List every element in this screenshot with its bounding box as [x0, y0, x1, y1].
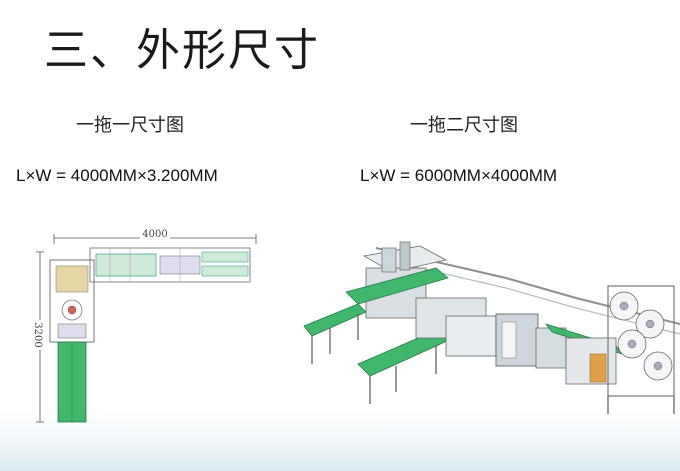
height-dimension-label: 3200 [32, 322, 43, 347]
width-dimension-label: 4000 [142, 229, 167, 240]
left-dimensions: L×W = 4000MM×3.200MM [16, 166, 218, 185]
right-subtitle: 一拖二尺寸图 [410, 115, 518, 136]
one-to-one-plan-drawing: 4000 3200 [20, 222, 282, 432]
left-subtitle: 一拖一尺寸图 [76, 115, 184, 136]
slide-title: 三、外形尺寸 [44, 25, 320, 76]
background-wash [0, 411, 680, 471]
one-to-two-3d-render [296, 228, 680, 432]
right-dimensions: L×W = 6000MM×4000MM [360, 166, 558, 185]
